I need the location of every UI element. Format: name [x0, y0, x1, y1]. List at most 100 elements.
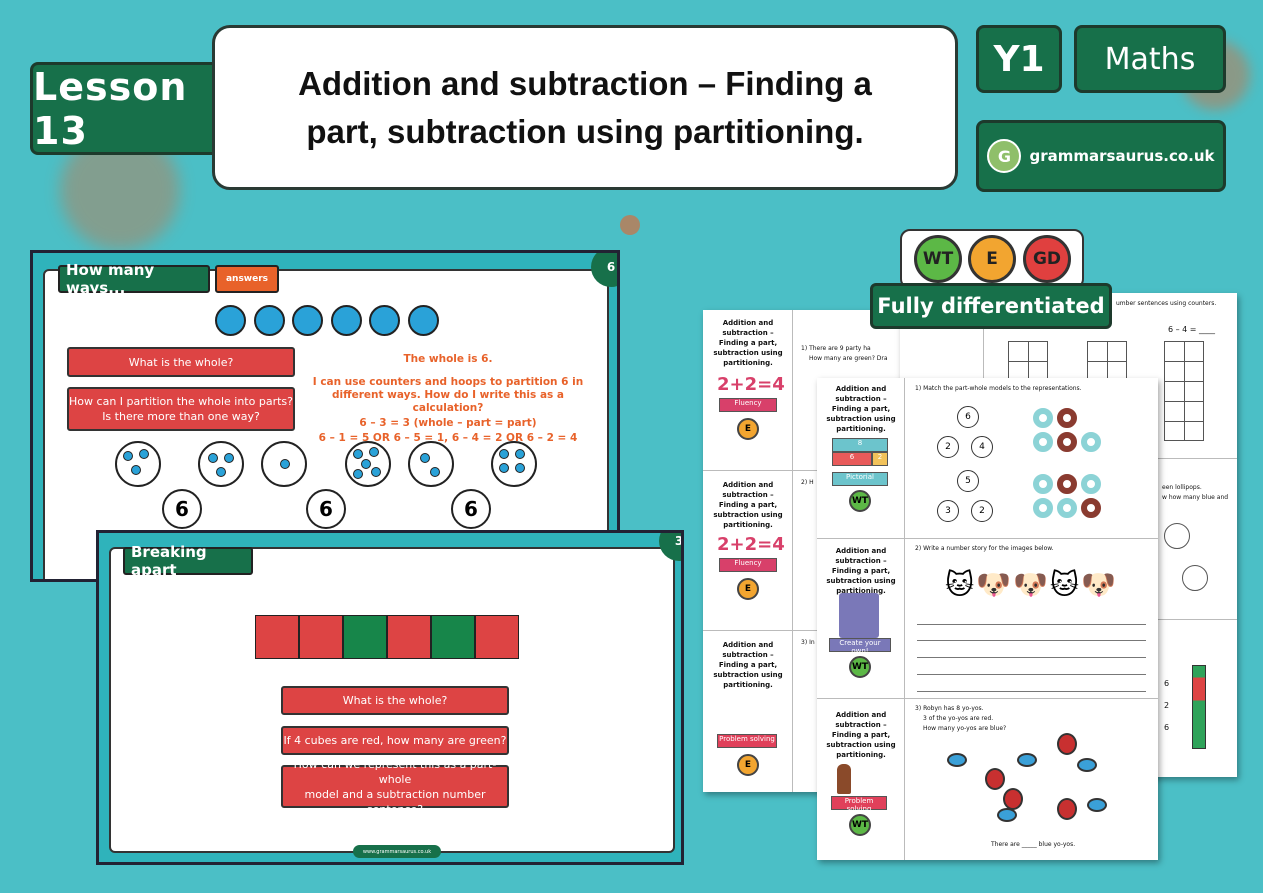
fully-differentiated-banner: Fully differentiated	[870, 283, 1112, 329]
answer-calculation: 6 – 3 = 3 (whole – part = part)	[359, 417, 537, 429]
brand-logo: G grammarsaurus.co.uk	[976, 120, 1226, 192]
writing-line	[917, 657, 1146, 658]
donut-image	[1057, 408, 1077, 428]
donut-image	[1033, 432, 1053, 452]
side-number: 6	[1164, 723, 1170, 732]
blue-yoyo-icon	[1017, 753, 1037, 767]
level-e-icon: E	[737, 578, 759, 600]
ten-frame	[1164, 341, 1204, 441]
level-e-badge: E	[968, 235, 1016, 283]
dinosaur-logo-icon: G	[987, 139, 1022, 173]
fluency-label: Fluency	[719, 398, 777, 412]
writing-line	[917, 640, 1146, 641]
year-badge: Y1	[976, 25, 1062, 93]
side-number: 6	[1164, 679, 1170, 688]
question-text: How many are green? Dra	[809, 355, 888, 362]
worksheet-title: Addition and subtraction – Finding a par…	[826, 711, 896, 759]
part-hoop	[491, 441, 537, 487]
question-text: 3) Robyn has 8 yo-yos.	[915, 705, 984, 712]
level-wt-icon: WT	[849, 814, 871, 836]
level-wt-icon: WT	[849, 656, 871, 678]
answer-block: The whole is 6. I can use counters and h…	[303, 353, 593, 445]
fluency-equation: 2+2=4	[717, 534, 785, 555]
level-wt-icon: WT	[849, 490, 871, 512]
writing-line	[917, 674, 1146, 675]
donut-image	[1057, 432, 1077, 452]
brand-text: grammarsaurus.co.uk	[1029, 147, 1215, 165]
writing-line	[917, 691, 1146, 692]
red-yoyo-icon	[1057, 798, 1077, 820]
green-cube	[431, 615, 475, 659]
part-whole-number: 4	[971, 436, 993, 458]
red-cube	[255, 615, 299, 659]
question-text: How many yo-yos are blue?	[923, 725, 1007, 732]
question-text: 1) There are 9 party ha	[801, 345, 871, 352]
level-e-icon: E	[737, 418, 759, 440]
machine-illustration	[839, 593, 879, 638]
counter	[292, 305, 323, 336]
footer-brand: www.grammarsaurus.co.uk	[353, 845, 441, 858]
green-cube	[343, 615, 387, 659]
pictorial-label: Pictorial	[832, 472, 888, 486]
answers-tag[interactable]: answers	[215, 265, 279, 293]
answer-sentence: There are _____ blue yo-yos.	[991, 841, 1076, 848]
blue-yoyo-icon	[997, 808, 1017, 822]
red-yoyo-icon	[985, 768, 1005, 790]
question-text: 2) H	[801, 479, 814, 486]
question-text: 2) Write a number story for the images b…	[915, 545, 1054, 552]
background-decoration	[620, 215, 640, 235]
slide-heading: How many ways...	[58, 261, 210, 297]
equation-text: 6 – 4 = ____	[1168, 325, 1216, 334]
worksheet-title: Addition and subtraction – Finding a par…	[826, 547, 896, 595]
part-whole-number: 2	[937, 436, 959, 458]
part-hoop	[115, 441, 161, 487]
part-whole-number: 6	[957, 406, 979, 428]
red-cube	[387, 615, 431, 659]
part-whole-number: 2	[971, 500, 993, 522]
bar-model-part: 6	[832, 452, 872, 466]
answer-whole: The whole is 6.	[403, 353, 493, 365]
part-hoop	[261, 441, 307, 487]
blue-yoyo-icon	[1087, 798, 1107, 812]
part-whole-number: 3	[937, 500, 959, 522]
question-text: een lollipops.	[1162, 484, 1202, 491]
red-cube	[299, 615, 343, 659]
counter	[369, 305, 400, 336]
subject-badge: Maths	[1074, 25, 1226, 93]
question-text: 3) In	[801, 639, 815, 646]
part-whole-number: 5	[957, 470, 979, 492]
whole-hoop: 6	[306, 489, 346, 529]
question-text: 1) Match the part-whole models to the re…	[915, 385, 1082, 392]
answer-alternatives: 6 – 1 = 5 OR 6 – 5 = 1, 6 – 4 = 2 OR 6 –…	[318, 432, 578, 444]
worksheet-title: Addition and subtraction – Finding a par…	[713, 481, 783, 529]
lesson-title: Addition and subtraction – Finding a part…	[212, 25, 958, 190]
part-hoop	[408, 441, 454, 487]
donut-image	[1081, 474, 1101, 494]
blue-yoyo-icon	[947, 753, 967, 767]
worksheet-title: Addition and subtraction – Finding a par…	[713, 319, 783, 367]
ten-frame	[1087, 341, 1127, 381]
question-whole: What is the whole?	[67, 347, 295, 377]
whole-hoop: 6	[162, 489, 202, 529]
counter	[331, 305, 362, 336]
question-green: If 4 cubes are red, how many are green?	[281, 726, 509, 755]
title-line-2: part, subtraction using partitioning.	[306, 112, 864, 150]
ten-frame	[1008, 341, 1048, 381]
cube-tower-image	[1192, 665, 1206, 749]
question-line: model and a subtraction number sentence?	[304, 787, 486, 816]
donut-image	[1081, 432, 1101, 452]
red-yoyo-icon	[1003, 788, 1023, 810]
part-hoop	[345, 441, 391, 487]
whole-hoop: 6	[451, 489, 491, 529]
title-line-1: Addition and subtraction – Finding a	[298, 64, 872, 102]
donut-image	[1033, 498, 1053, 518]
fluency-equation: 2+2=4	[717, 374, 785, 395]
question-line: How can I partition the whole into parts…	[69, 395, 293, 408]
red-yoyo-icon	[1057, 733, 1077, 755]
child-illustration	[837, 764, 851, 794]
slide-number: 3	[659, 533, 681, 561]
part-hoop	[198, 441, 244, 487]
counter	[408, 305, 439, 336]
fluency-label: Fluency	[719, 558, 777, 572]
donut-image	[1057, 498, 1077, 518]
